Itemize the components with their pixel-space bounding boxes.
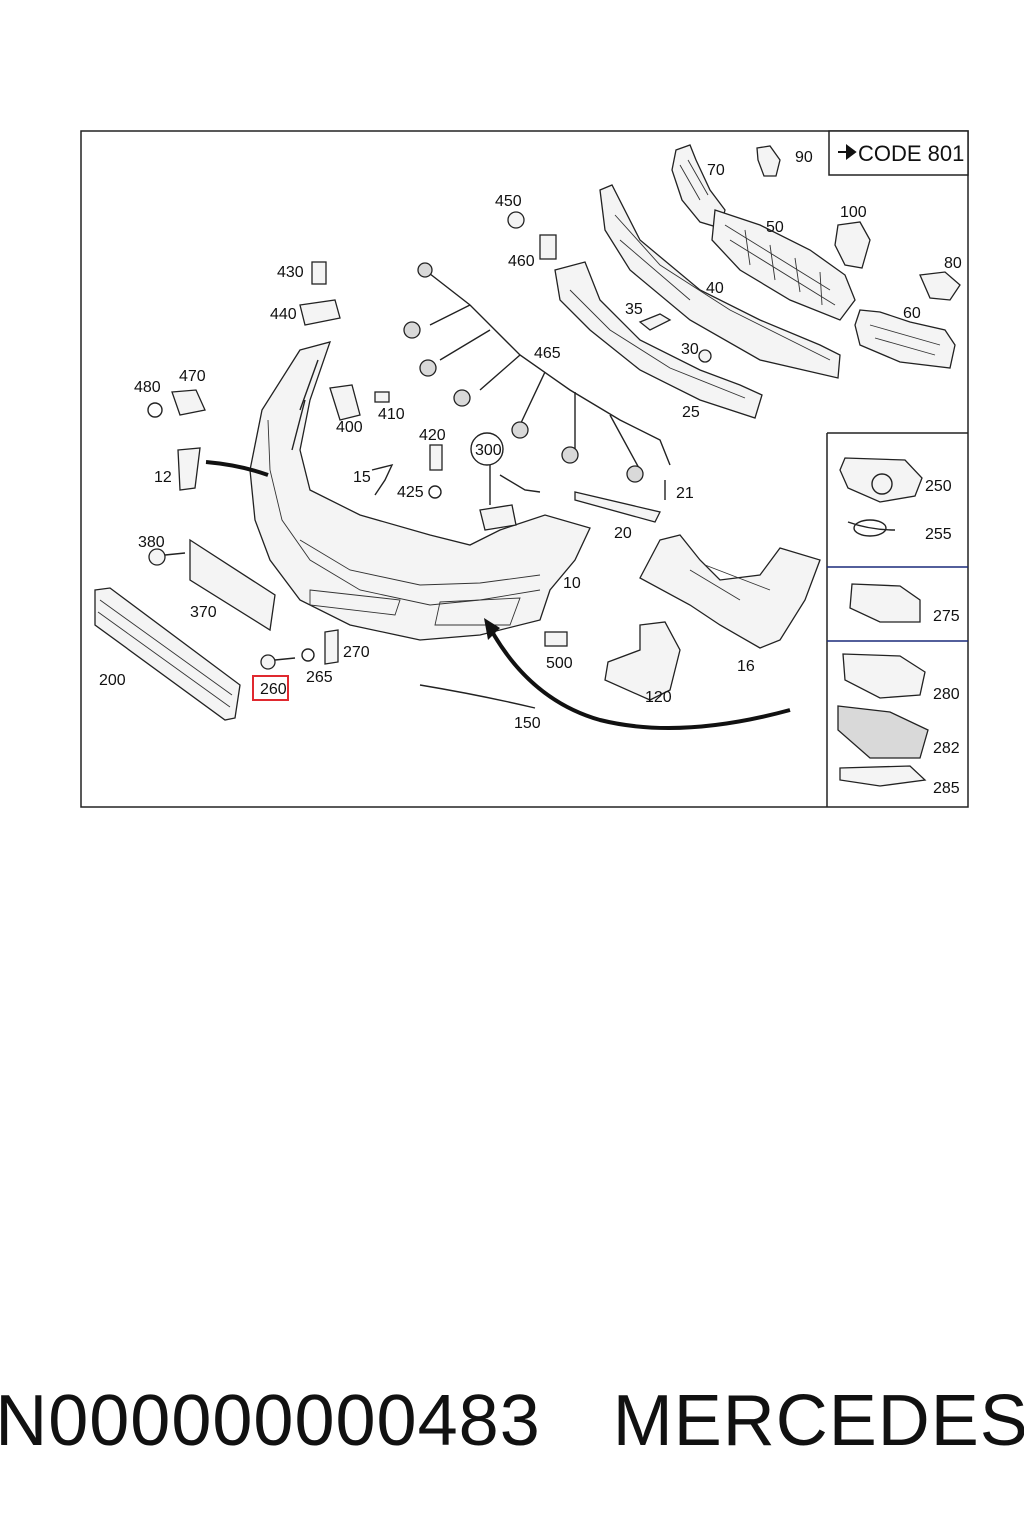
part-number: N000000000483: [0, 1381, 541, 1461]
label-400: 400: [336, 419, 363, 436]
label-430: 430: [277, 264, 304, 281]
label-380: 380: [138, 534, 165, 551]
label-90: 90: [795, 149, 813, 166]
small-parts: [94, 211, 821, 730]
label-20: 20: [614, 525, 632, 542]
label-255: 255: [925, 526, 952, 543]
label-40: 40: [706, 280, 724, 297]
label-12: 12: [154, 469, 172, 486]
label-470: 470: [179, 368, 206, 385]
label-35: 35: [625, 301, 643, 318]
side-panel-parts: [837, 457, 929, 787]
diagram-frame: [80, 130, 969, 808]
code-label: CODE 801: [858, 141, 964, 166]
label-420: 420: [419, 427, 446, 444]
bumper-cover: [249, 341, 591, 641]
label-80: 80: [944, 255, 962, 272]
label-150: 150: [514, 715, 541, 732]
code-box: CODE 801: [828, 130, 969, 176]
label-25: 25: [682, 404, 700, 421]
label-30: 30: [681, 341, 699, 358]
label-370: 370: [190, 604, 217, 621]
label-300: 300: [475, 442, 502, 459]
label-285: 285: [933, 780, 960, 797]
label-60: 60: [903, 305, 921, 322]
label-465: 465: [534, 345, 561, 362]
highlight-box: [252, 675, 289, 701]
label-260: 260: [260, 681, 287, 698]
label-21: 21: [676, 485, 694, 502]
label-100: 100: [840, 204, 867, 221]
label-270: 270: [343, 644, 370, 661]
label-16: 16: [737, 658, 755, 675]
label-70: 70: [707, 162, 725, 179]
label-15: 15: [353, 469, 371, 486]
footer: N000000000483 MERCEDES: [0, 1376, 1024, 1466]
label-200: 200: [99, 672, 126, 689]
label-50: 50: [766, 219, 784, 236]
label-280: 280: [933, 686, 960, 703]
arrow-right-icon: [838, 144, 857, 160]
label-275: 275: [933, 608, 960, 625]
label-120: 120: [645, 689, 672, 706]
label-500: 500: [546, 655, 573, 672]
brand-name: MERCEDES: [612, 1381, 1024, 1461]
part-labels: 10 12 15 16 20 21 25 30 35 40 50 60 70 8…: [99, 149, 962, 797]
label-460: 460: [508, 253, 535, 270]
label-10: 10: [563, 575, 581, 592]
crossmember-assembly: [554, 144, 961, 419]
side-panels: [826, 432, 968, 807]
wiring-harness: [403, 262, 671, 483]
label-450: 450: [495, 193, 522, 210]
label-440: 440: [270, 306, 297, 323]
label-410: 410: [378, 406, 405, 423]
label-425: 425: [397, 484, 424, 501]
label-480: 480: [134, 379, 161, 396]
label-282: 282: [933, 740, 960, 757]
label-265: 265: [306, 669, 333, 686]
label-250: 250: [925, 478, 952, 495]
